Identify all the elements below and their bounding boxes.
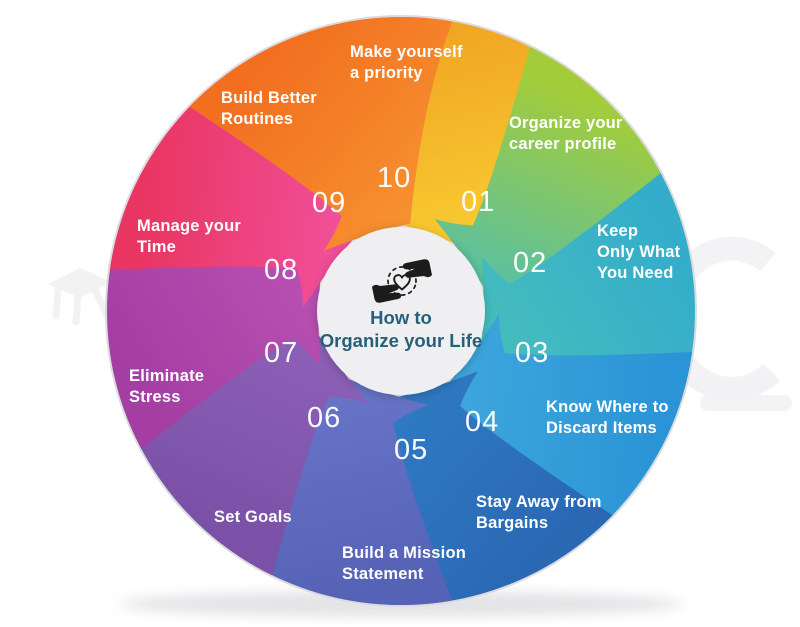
petal-09 (109, 46, 358, 308)
segment-number-04: 04 (465, 406, 500, 438)
segment-number-09: 09 (312, 187, 347, 219)
segment-label-08: Eliminate Stress (129, 367, 205, 407)
wheel-title-line2: Organize your Life (319, 329, 483, 351)
wheel-title: How to Organize your Life (301, 307, 501, 352)
segment-label-02: Organize your career profile (509, 114, 623, 154)
hub-circle (317, 227, 485, 395)
segment-number-02: 02 (513, 247, 548, 279)
segment-number-01: 01 (461, 186, 496, 218)
segment-label-03: Keep Only What You Need (597, 222, 681, 283)
segment-number-06: 06 (307, 402, 342, 434)
segment-number-07: 07 (264, 337, 299, 369)
segment-label-05: Stay Away from Bargains (476, 493, 602, 533)
petal-04 (444, 314, 693, 576)
segment-label-01: Make yourself a priority (350, 43, 463, 83)
segment-number-03: 03 (515, 337, 550, 369)
petal-10 (189, 17, 453, 251)
segment-label-04: Know Where to Discard Items (546, 398, 669, 438)
segment-number-10: 10 (377, 162, 412, 194)
segment-label-09: Manage your Time (137, 217, 241, 257)
petal-group (107, 17, 695, 605)
segment-number-08: 08 (264, 254, 299, 286)
hands-heart-icon (372, 259, 432, 303)
segment-label-07: Set Goals (214, 508, 292, 526)
segment-number-05: 05 (394, 434, 429, 466)
watermark-left (48, 268, 112, 326)
segment-label-10: Build Better Routines (221, 89, 317, 129)
wheel-title-line1: How to (370, 307, 432, 328)
segment-label-06: Build a Mission Statement (342, 544, 467, 584)
center-hub (317, 227, 485, 395)
